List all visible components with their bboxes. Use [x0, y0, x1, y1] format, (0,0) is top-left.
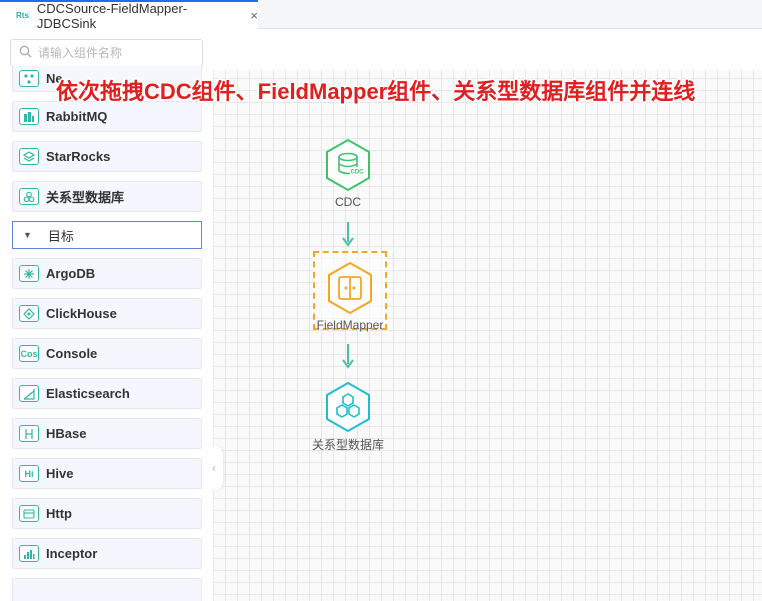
component-label: RabbitMQ — [46, 109, 108, 124]
search-input[interactable] — [38, 46, 188, 60]
component-item-hbase[interactable]: HBase — [12, 418, 202, 449]
component-item-inceptor[interactable]: Inceptor — [12, 538, 202, 569]
group-target[interactable]: ▼ 目标 — [12, 221, 202, 249]
cdc-icon-text: CDC — [351, 170, 365, 176]
flow-node-label: FieldMapper — [316, 318, 384, 332]
component-label: Hive — [46, 466, 74, 481]
component-label: StarRocks — [46, 149, 111, 164]
flow-edge-fieldmapper-relational-db[interactable] — [340, 344, 356, 372]
flow-canvas[interactable] — [213, 30, 762, 601]
component-item-http[interactable]: Http — [12, 498, 202, 529]
component-list: Ne RabbitMQ StarRocks 关系型数据库 ▼ 目标 — [12, 66, 202, 601]
component-label: Inceptor — [46, 546, 98, 561]
component-label: Http — [46, 506, 72, 521]
network-icon — [19, 70, 39, 87]
flow-node-relational-db[interactable]: 关系型数据库 — [298, 381, 398, 453]
instruction-annotation: 依次拖拽CDC组件、FieldMapper组件、关系型数据库组件并连线 — [56, 79, 696, 104]
search-icon — [19, 45, 32, 61]
component-item-clickhouse[interactable]: ClickHouse — [12, 298, 202, 329]
component-item-elasticsearch[interactable]: Elasticsearch — [12, 378, 202, 409]
component-search[interactable] — [10, 39, 203, 67]
inceptor-icon — [19, 545, 39, 562]
argodb-icon — [19, 265, 39, 282]
clickhouse-icon — [19, 305, 39, 322]
elasticsearch-icon — [19, 385, 39, 402]
flow-node-fieldmapper[interactable]: FieldMapper — [311, 261, 389, 332]
component-label: ClickHouse — [46, 306, 117, 321]
component-item-rabbitmq[interactable]: RabbitMQ — [12, 101, 202, 132]
fieldmapper-icon — [325, 261, 375, 318]
component-item-ne[interactable]: Ne — [12, 66, 202, 92]
component-label: Ne — [46, 71, 63, 86]
component-label: ArgoDB — [46, 266, 96, 281]
relational-db-icon — [19, 188, 39, 205]
component-item-argodb[interactable]: ArgoDB — [12, 258, 202, 289]
component-item-partial[interactable] — [12, 578, 202, 601]
close-icon[interactable]: × — [250, 8, 258, 23]
component-sidebar: Ne RabbitMQ StarRocks 关系型数据库 ▼ 目标 — [0, 30, 213, 601]
component-label: Elasticsearch — [46, 386, 130, 401]
flow-node-cdc[interactable]: CDC CDC — [318, 138, 378, 209]
flow-edge-cdc-fieldmapper[interactable] — [340, 222, 356, 250]
cdc-icon: CDC — [323, 138, 373, 195]
chevron-left-icon: ‹ — [212, 461, 216, 475]
component-label: Console — [46, 346, 98, 361]
component-item-hive[interactable]: Hi Hive — [12, 458, 202, 489]
tab-bar: Rts CDCSource-FieldMapper-JDBCSink × — [0, 0, 762, 31]
component-item-relational-db[interactable]: 关系型数据库 — [12, 181, 202, 212]
flow-node-label: CDC — [335, 195, 361, 209]
relational-db-node-icon — [323, 381, 373, 436]
component-item-console[interactable]: Cos Console — [12, 338, 202, 369]
starrocks-icon — [19, 148, 39, 165]
component-item-starrocks[interactable]: StarRocks — [12, 141, 202, 172]
http-icon — [19, 505, 39, 522]
canvas-toolbar — [213, 30, 762, 70]
group-label: 目标 — [47, 228, 74, 244]
collapse-sidebar-handle[interactable]: ‹ — [205, 445, 223, 491]
console-icon: Cos — [19, 345, 39, 362]
tab-title: CDCSource-FieldMapper-JDBCSink — [36, 0, 188, 31]
hbase-icon — [19, 425, 39, 442]
caret-down-icon: ▼ — [23, 230, 32, 240]
tab-flow-editor[interactable]: Rts CDCSource-FieldMapper-JDBCSink × — [0, 0, 258, 31]
rabbitmq-icon — [19, 108, 39, 125]
flow-node-label: 关系型数据库 — [311, 438, 384, 452]
hive-icon: Hi — [19, 465, 39, 482]
component-label: HBase — [46, 426, 87, 441]
component-label: 关系型数据库 — [46, 190, 125, 205]
flow-file-icon: Rts — [16, 11, 29, 20]
